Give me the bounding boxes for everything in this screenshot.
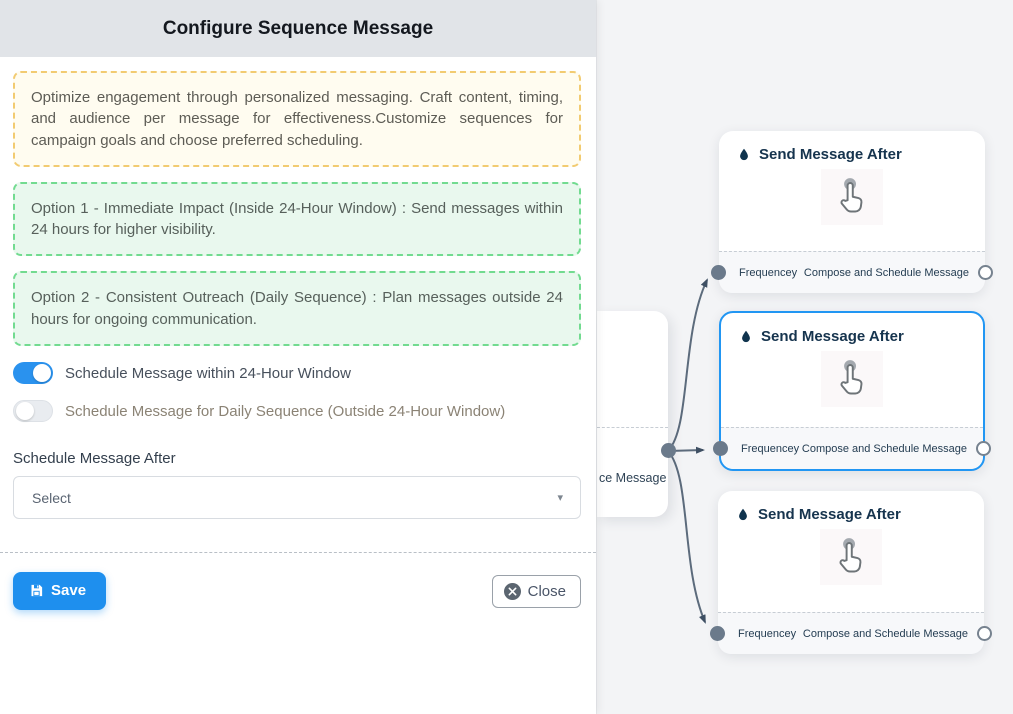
save-button-label: Save [51, 582, 87, 599]
edge-to-bottom-node [667, 450, 706, 624]
output-handle[interactable] [976, 441, 991, 456]
tap-hand-icon [820, 529, 882, 585]
compose-port-label: Compose and Schedule Message [801, 442, 967, 455]
node-title: Send Message After [761, 328, 904, 345]
panel-footer: Save Close [0, 552, 596, 610]
output-handle[interactable] [978, 265, 993, 280]
droplet-icon [742, 330, 750, 343]
compose-port-label: Compose and Schedule Message [802, 627, 968, 640]
tap-hand-icon [821, 169, 883, 225]
frequency-port-label: Frequencey [741, 442, 800, 455]
node-title-row: Send Message After [718, 491, 984, 523]
node-title-row: Send Message After [721, 313, 983, 345]
configure-sequence-panel: Configure Sequence Message Optimize enga… [0, 0, 596, 610]
sequence-message-node-partial[interactable]: ce Message [597, 311, 676, 517]
option2-box: Option 2 - Consistent Outreach (Daily Se… [13, 271, 581, 347]
partial-node-footer: ce Message [597, 427, 668, 517]
toggle-knob [16, 402, 34, 421]
schedule-daily-sequence-label: Schedule Message for Daily Sequence (Out… [65, 402, 506, 420]
droplet-icon [740, 148, 748, 161]
node-footer: Frequencey Compose and Schedule Message [721, 427, 983, 469]
toggle-knob [33, 364, 51, 383]
close-button[interactable]: Close [491, 574, 581, 608]
output-handle[interactable] [977, 626, 992, 641]
toggle-row-within-24h: Schedule Message within 24-Hour Window [13, 362, 581, 385]
toggle-row-daily-sequence: Schedule Message for Daily Sequence (Out… [13, 400, 581, 423]
close-button-label: Close [527, 582, 566, 600]
node-footer: Frequencey Compose and Schedule Message [719, 251, 985, 293]
frequency-port-label: Frequencey [738, 627, 797, 640]
partial-node-label: ce Message [599, 471, 667, 485]
schedule-after-label: Schedule Message After [13, 450, 176, 468]
edge-to-top-node [667, 278, 708, 452]
input-handle[interactable] [711, 265, 726, 280]
panel-header: Configure Sequence Message [0, 0, 596, 57]
node-title-row: Send Message After [719, 131, 985, 163]
page-title: Configure Sequence Message [162, 17, 434, 39]
node-footer: Frequencey Compose and Schedule Message [718, 612, 984, 654]
source-handle[interactable] [661, 443, 676, 458]
node-title: Send Message After [758, 506, 901, 523]
option1-box: Option 1 - Immediate Impact (Inside 24-H… [13, 181, 581, 257]
frequency-port-label: Frequencey [739, 266, 798, 279]
input-handle[interactable] [713, 441, 728, 456]
tap-hand-icon [821, 351, 883, 407]
flow-canvas[interactable]: ce Message Send Message After Frequencey… [596, 0, 1013, 714]
close-icon [503, 582, 521, 600]
save-icon [31, 584, 43, 597]
droplet-icon [739, 508, 747, 521]
schedule-after-select[interactable]: Select ▾ [13, 476, 581, 520]
select-value: Select [32, 489, 71, 506]
save-button[interactable]: Save [13, 572, 107, 610]
node-title: Send Message After [759, 146, 902, 163]
info-box: Optimize engagement through personalized… [13, 71, 581, 167]
send-message-after-node-1[interactable]: Send Message After Frequencey Compose an… [711, 131, 993, 293]
send-message-after-node-2[interactable]: Send Message After Frequencey Compose an… [713, 311, 991, 471]
compose-port-label: Compose and Schedule Message [803, 266, 969, 279]
schedule-within-24h-toggle[interactable] [13, 362, 53, 385]
schedule-daily-sequence-toggle[interactable] [13, 400, 53, 423]
footer-divider [0, 552, 596, 553]
input-handle[interactable] [710, 626, 725, 641]
chevron-down-icon: ▾ [557, 492, 563, 505]
schedule-within-24h-label: Schedule Message within 24-Hour Window [65, 364, 351, 382]
send-message-after-node-3[interactable]: Send Message After Frequencey Compose an… [710, 491, 992, 654]
